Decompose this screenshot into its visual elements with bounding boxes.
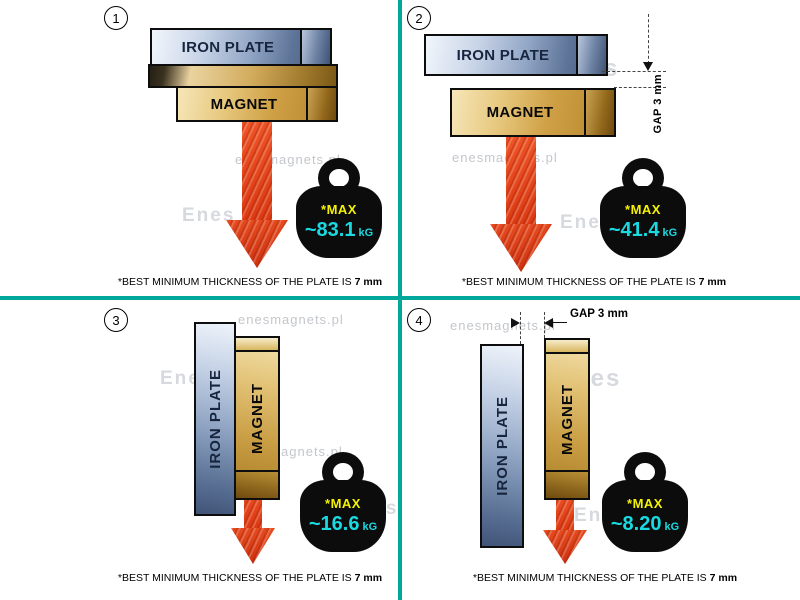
divider-vertical (398, 0, 402, 600)
magnet: MAGNET (450, 88, 616, 137)
iron-plate: IRON PLATE (194, 322, 236, 516)
watermark-site: enesmagnets.pl (238, 312, 344, 327)
caption-bold: 7 mm (354, 276, 383, 288)
arrow-shaft (556, 490, 574, 530)
caption-text: *BEST MINIMUM THICKNESS OF THE PLATE IS (117, 572, 352, 584)
gap-arrow-icon (511, 318, 520, 328)
divider-horizontal (0, 296, 800, 300)
iron-plate-label: IRON PLATE (493, 396, 511, 496)
iron-plate: IRON PLATE (424, 34, 608, 76)
gap-extension-line (520, 312, 521, 344)
magnet-side-face (306, 86, 338, 122)
magnet: MAGNET (176, 86, 338, 122)
step-number-badge: 3 (104, 308, 128, 332)
pull-force-arrow-icon (226, 116, 288, 268)
value-unit: kG (664, 521, 680, 533)
arrow-shaft (506, 132, 536, 224)
magnet-label: MAGNET (558, 383, 576, 455)
magnet-label: MAGNET (486, 104, 554, 121)
magnet: MAGNET (544, 338, 590, 500)
arrow-shaft (242, 116, 272, 220)
value-number: ~41.4 (608, 219, 660, 241)
step-number-badge: 2 (407, 6, 431, 30)
gap-extension-line (602, 71, 666, 72)
watermark-site: enesmagnets.pl (450, 318, 556, 333)
caption-bold: 7 mm (698, 276, 727, 288)
magnet-top-face (148, 64, 338, 88)
magnet-side-face (584, 88, 616, 137)
magnet-top-face (234, 336, 280, 352)
max-label: *MAX (325, 496, 361, 511)
value-number: ~8.20 (610, 513, 662, 535)
value-number: ~83.1 (304, 219, 356, 241)
step-number-badge: 4 (407, 308, 431, 332)
gap-arrow-icon (643, 62, 653, 71)
value-number: ~16.6 (308, 513, 360, 535)
arrow-head (226, 220, 288, 268)
iron-plate-label: IRON PLATE (181, 38, 275, 56)
value-unit: kG (362, 521, 378, 533)
magnet-bottom-face (234, 470, 280, 500)
plate-side-face (300, 28, 332, 66)
max-label: *MAX (625, 202, 661, 217)
magnet: MAGNET (234, 336, 280, 500)
watermark-logo: Enes (182, 205, 236, 226)
max-label: *MAX (627, 496, 663, 511)
arrow-head (231, 528, 275, 564)
step-number-badge: 1 (104, 6, 128, 30)
caption-bold: 7 mm (709, 572, 738, 584)
magnet-top-face (544, 338, 590, 354)
gap-arrow-icon (544, 318, 553, 328)
gap-label: GAP 3 mm (570, 308, 628, 320)
iron-plate-label: IRON PLATE (206, 369, 224, 469)
caption-text: *BEST MINIMUM THICKNESS OF THE PLATE IS (461, 276, 696, 288)
magnet-label: MAGNET (210, 95, 278, 113)
caption-text: *BEST MINIMUM THICKNESS OF THE PLATE IS (117, 276, 352, 288)
arrow-head (490, 224, 552, 272)
plate-side-face (576, 34, 608, 76)
magnet-bottom-face (544, 470, 590, 500)
watermark-logo: Enes (560, 212, 614, 233)
gap-extension-line (614, 87, 666, 88)
gap-dimension-line (648, 14, 649, 64)
magnet-label: MAGNET (248, 382, 266, 454)
arrow-head (543, 530, 587, 564)
iron-plate: IRON PLATE (480, 344, 524, 548)
caption-text: *BEST MINIMUM THICKNESS OF THE PLATE IS (472, 572, 707, 584)
iron-plate: IRON PLATE (150, 28, 332, 66)
gap-dimension-line (553, 322, 567, 323)
iron-plate-label: IRON PLATE (456, 46, 550, 64)
caption-bold: 7 mm (354, 572, 383, 584)
pull-force-arrow-icon (543, 490, 587, 564)
value-unit: kG (662, 227, 678, 239)
value-unit: kG (358, 227, 374, 239)
pull-force-arrow-icon (490, 132, 552, 272)
gap-label: GAP 3 mm (652, 74, 664, 134)
max-label: *MAX (321, 202, 357, 217)
